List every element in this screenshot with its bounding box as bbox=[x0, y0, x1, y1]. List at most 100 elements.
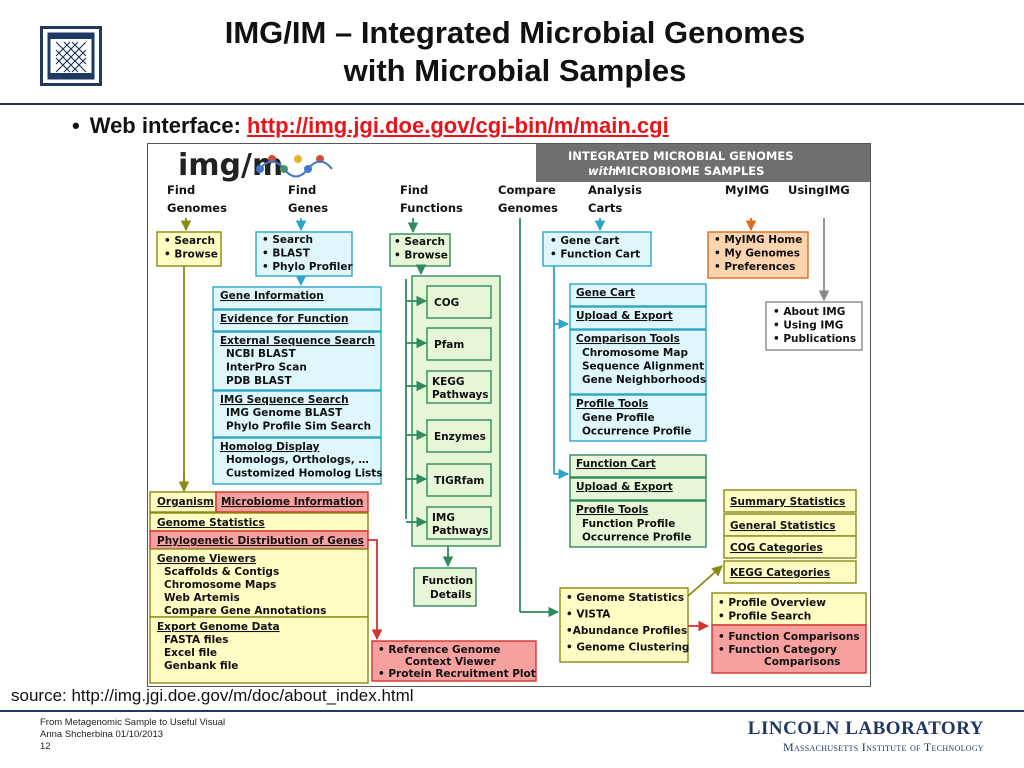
nav-item-line2[interactable]: Genomes bbox=[167, 201, 227, 215]
organism-section-item-3: Compare Gene Annotations bbox=[164, 605, 326, 617]
function-compare-item: • Function Comparisons bbox=[718, 631, 860, 643]
function-cart-section bbox=[569, 477, 707, 501]
statistics-label[interactable]: Summary Statistics bbox=[730, 496, 845, 508]
gene-section-head[interactable]: Gene Information bbox=[220, 290, 324, 302]
gene-cart-head[interactable]: Gene Cart bbox=[576, 287, 635, 299]
function-item-label[interactable]: Pfam bbox=[434, 339, 464, 351]
statistics-label[interactable]: General Statistics bbox=[730, 520, 835, 532]
function-cart-head[interactable]: Profile Tools bbox=[576, 504, 648, 516]
organism-tab-label[interactable]: Organism bbox=[157, 496, 214, 508]
mit-ll-logo bbox=[39, 25, 103, 87]
find-genomes-item-0: • Search bbox=[164, 235, 215, 247]
gene-section-item-0: IMG Genome BLAST bbox=[226, 407, 343, 419]
slide-footer: From Metagenomic Sample to Useful Visual… bbox=[40, 717, 225, 753]
nav-item-line1[interactable]: Find bbox=[167, 183, 195, 197]
function-details-line1[interactable]: Function bbox=[422, 575, 473, 587]
gene-cart-section bbox=[569, 394, 707, 442]
gene-section-head[interactable]: External Sequence Search bbox=[220, 335, 375, 347]
gene-cart-head[interactable]: Profile Tools bbox=[576, 398, 648, 410]
nav-item-line2[interactable]: Functions bbox=[400, 201, 463, 215]
gene-cart-head[interactable]: Upload & Export bbox=[576, 310, 673, 322]
gene-section-head[interactable]: IMG Sequence Search bbox=[220, 394, 349, 406]
find-functions-item-1: • Browse bbox=[394, 250, 448, 262]
gene-info-section bbox=[212, 286, 382, 310]
nav-item-line1[interactable]: Analysis bbox=[588, 183, 642, 197]
function-cart-head[interactable]: Function Cart bbox=[576, 458, 656, 470]
function-item-label-2[interactable]: Pathways bbox=[432, 525, 489, 537]
function-item-box bbox=[426, 463, 492, 497]
microbiome-tab-label[interactable]: Microbiome Information bbox=[221, 496, 363, 508]
dna-helix-strand bbox=[259, 160, 333, 178]
arrow-to-statistics bbox=[687, 565, 723, 597]
gene-cart-section bbox=[569, 329, 707, 395]
organism-section-item-0: FASTA files bbox=[164, 634, 229, 646]
function-item-label[interactable]: KEGG bbox=[432, 376, 465, 388]
nav-item-line1[interactable]: MyIMG bbox=[725, 183, 769, 197]
find-genes-item-2: • Phylo Profiler bbox=[262, 261, 353, 273]
statistics-box bbox=[723, 535, 857, 559]
nav-item-line1[interactable]: Compare bbox=[498, 183, 556, 197]
find-genomes-box bbox=[156, 231, 222, 267]
nav-item-line2[interactable]: Genes bbox=[288, 201, 328, 215]
gene-cart-head[interactable]: Comparison Tools bbox=[576, 333, 680, 345]
gene-section-head[interactable]: Homolog Display bbox=[220, 441, 320, 453]
statistics-label[interactable]: KEGG Categories bbox=[730, 567, 830, 579]
function-cart-head[interactable]: Upload & Export bbox=[576, 481, 673, 493]
bullet-dot: • bbox=[72, 113, 80, 138]
gene-info-section bbox=[212, 437, 382, 485]
gene-cart-section bbox=[569, 283, 707, 307]
usingimg-box bbox=[765, 301, 863, 351]
function-item-label[interactable]: TIGRfam bbox=[434, 475, 484, 487]
main-cgi-link[interactable]: http://img.jgi.doe.gov/cgi-bin/m/main.cg… bbox=[247, 113, 669, 138]
function-compare-item-2: • Function Category bbox=[718, 644, 837, 656]
gene-cart-item-1: Sequence Alignment bbox=[582, 361, 704, 373]
organism-section-head[interactable]: Export Genome Data bbox=[157, 621, 280, 633]
function-details-box bbox=[413, 567, 477, 607]
source-note: source: http://img.jgi.doe.gov/m/doc/abo… bbox=[11, 686, 414, 705]
banner-title-line2: MICROBIOME SAMPLES bbox=[615, 164, 764, 178]
function-item-label-2[interactable]: Pathways bbox=[432, 389, 489, 401]
find-genes-item-0: • Search bbox=[262, 234, 313, 246]
function-item-label[interactable]: Enzymes bbox=[434, 431, 486, 443]
nav-item-line2[interactable]: Genomes bbox=[498, 201, 558, 215]
nav-item-line1[interactable]: UsingIMG bbox=[788, 183, 850, 197]
banner-title-line1: INTEGRATED MICROBIAL GENOMES bbox=[568, 149, 794, 163]
analysis-carts-item-1: • Function Cart bbox=[550, 249, 640, 261]
gene-info-section bbox=[212, 390, 382, 438]
analysis-carts-item-0: • Gene Cart bbox=[550, 235, 619, 247]
myimg-item-2: • Preferences bbox=[714, 261, 795, 273]
function-item-box bbox=[426, 327, 492, 361]
gene-cart-item-1: Occurrence Profile bbox=[582, 426, 691, 438]
nav-item-line1[interactable]: Find bbox=[400, 183, 428, 197]
function-item-label[interactable]: IMG bbox=[432, 512, 455, 524]
reference-genome-item-2: Context Viewer bbox=[405, 656, 496, 668]
function-item-label[interactable]: COG bbox=[434, 297, 459, 309]
web-interface-bullet: •Web interface: http://img.jgi.doe.gov/c… bbox=[72, 113, 669, 139]
organism-section bbox=[149, 616, 369, 684]
lincoln-lab-wordmark: LINCOLN LABORATORY Massachusetts Institu… bbox=[748, 718, 984, 755]
gene-section-head[interactable]: Evidence for Function bbox=[220, 313, 348, 325]
gene-section-item-2: PDB BLAST bbox=[226, 375, 292, 387]
lab-institute: Massachusetts Institute of Technology bbox=[783, 740, 984, 754]
gene-section-item-1: InterPro Scan bbox=[226, 362, 307, 374]
gene-cart-section bbox=[569, 306, 707, 330]
gene-cart-item-0: Chromosome Map bbox=[582, 347, 688, 359]
statistics-label[interactable]: COG Categories bbox=[730, 542, 823, 554]
compare-genomes-item-2: •Abundance Profiles bbox=[566, 625, 687, 637]
compare-genomes-box bbox=[559, 587, 689, 663]
dna-helix-dot bbox=[294, 155, 302, 163]
gene-info-section bbox=[212, 331, 382, 391]
organism-section-item-1: Chromosome Maps bbox=[164, 579, 276, 591]
organism-section-head[interactable]: Genome Viewers bbox=[157, 553, 256, 565]
organism-section-head[interactable]: Genome Statistics bbox=[157, 517, 265, 529]
function-cart-section bbox=[569, 500, 707, 548]
nav-item-line1[interactable]: Find bbox=[288, 183, 316, 197]
footer-page-number: 12 bbox=[40, 741, 51, 752]
gene-info-section bbox=[212, 309, 382, 332]
nav-item-line2[interactable]: Carts bbox=[588, 201, 622, 215]
organism-section-head[interactable]: Phylogenetic Distribution of Genes bbox=[157, 535, 364, 547]
reference-genome-box bbox=[371, 640, 537, 682]
organism-section-item-2: Web Artemis bbox=[164, 592, 240, 604]
function-details-line2[interactable]: Details bbox=[430, 589, 471, 601]
